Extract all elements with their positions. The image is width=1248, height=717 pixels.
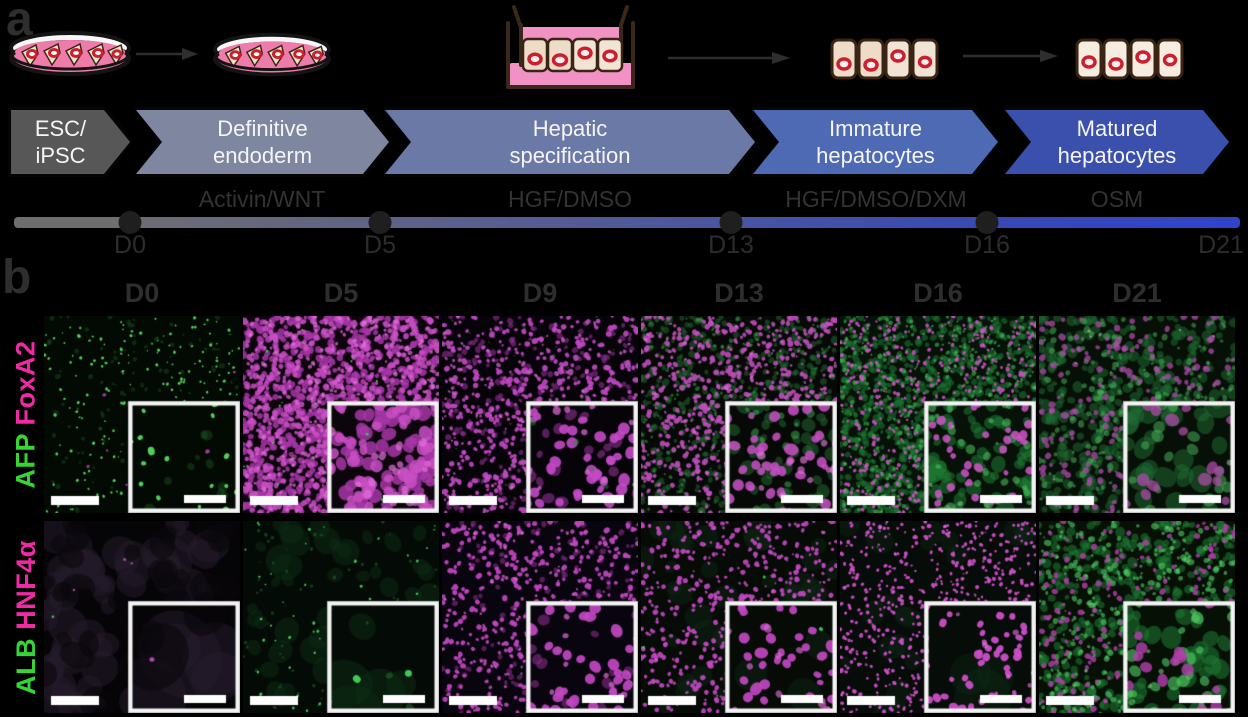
micrograph-afp-foxa2-d5 — [243, 316, 439, 513]
micrograph-alb-hnf4a-d16 — [840, 521, 1036, 713]
column-header-d13: D13 — [714, 278, 764, 308]
flow-arrow-icon — [668, 52, 790, 64]
timeline-dot-d16 — [975, 211, 999, 234]
stage-arrow-matured-hepatocytes: Matured hepatocytes — [1002, 107, 1232, 177]
flow-arrow-icon — [963, 50, 1058, 62]
petri-dish-icon — [9, 31, 131, 76]
micrograph-afp-foxa2-d13 — [641, 316, 837, 513]
marker-afp: AFP — [10, 433, 41, 489]
day-label-d16: D16 — [964, 231, 1010, 259]
hepatocyte-cells-icon — [1075, 38, 1184, 80]
flow-arrow-icon — [136, 48, 198, 60]
micrograph-afp-foxa2-d0 — [44, 316, 240, 513]
column-header-d5: D5 — [323, 278, 359, 308]
media-label-osm: OSM — [1090, 186, 1144, 212]
column-header-d21: D21 — [1112, 278, 1162, 308]
micrograph-afp-foxa2-d16 — [840, 316, 1036, 513]
timeline-dot-d5 — [368, 211, 392, 234]
micrograph-afp-foxa2-d21 — [1039, 316, 1235, 513]
transwell-insert-icon — [506, 5, 635, 89]
marker-alb: ALB — [10, 637, 41, 695]
day-label-d5: D5 — [364, 231, 396, 259]
petri-dish-icon — [213, 32, 331, 77]
panel-b-letter: b — [2, 251, 32, 304]
day-label-d21: D21 — [1198, 231, 1244, 259]
day-label-d0: D0 — [114, 231, 146, 259]
day-label-d13: D13 — [708, 231, 754, 259]
timeline-dot-d13 — [719, 211, 743, 234]
row-marker-afp-foxa2: AFP FoxA2 — [8, 316, 44, 513]
stage-arrow-esc-ipsc: ESC/ iPSC — [8, 107, 133, 177]
row-marker-alb-hnf4a: ALB HNF4α — [8, 521, 44, 713]
micrograph-alb-hnf4a-d21 — [1039, 521, 1235, 713]
marker-hnf4a: HNF4α — [10, 539, 41, 630]
column-header-d16: D16 — [913, 278, 963, 308]
micrograph-afp-foxa2-d9 — [442, 316, 638, 513]
micrograph-alb-hnf4a-d5 — [243, 521, 439, 713]
stage-arrow-hepatic-specification: Hepatic specification — [382, 107, 758, 177]
column-header-d9: D9 — [522, 278, 558, 308]
column-header-d0: D0 — [124, 278, 160, 308]
timeline-dot-d0 — [118, 211, 142, 234]
hepatocyte-cells-icon — [830, 38, 939, 80]
micrograph-alb-hnf4a-d13 — [641, 521, 837, 713]
media-label-activin-wnt: Activin/WNT — [198, 186, 326, 212]
marker-foxa2: FoxA2 — [10, 340, 41, 426]
stage-arrow-immature-hepatocytes: Immature hepatocytes — [750, 107, 1001, 177]
timeline-bar — [14, 217, 1240, 228]
stage-arrow-definitive-endoderm: Definitive endoderm — [133, 107, 392, 177]
media-label-hgf-dmso-dxm: HGF/DMSO/DXM — [785, 186, 967, 212]
micrograph-alb-hnf4a-d9 — [442, 521, 638, 713]
micrograph-alb-hnf4a-d0 — [44, 521, 240, 713]
media-label-hgf-dmso: HGF/DMSO — [508, 186, 632, 212]
